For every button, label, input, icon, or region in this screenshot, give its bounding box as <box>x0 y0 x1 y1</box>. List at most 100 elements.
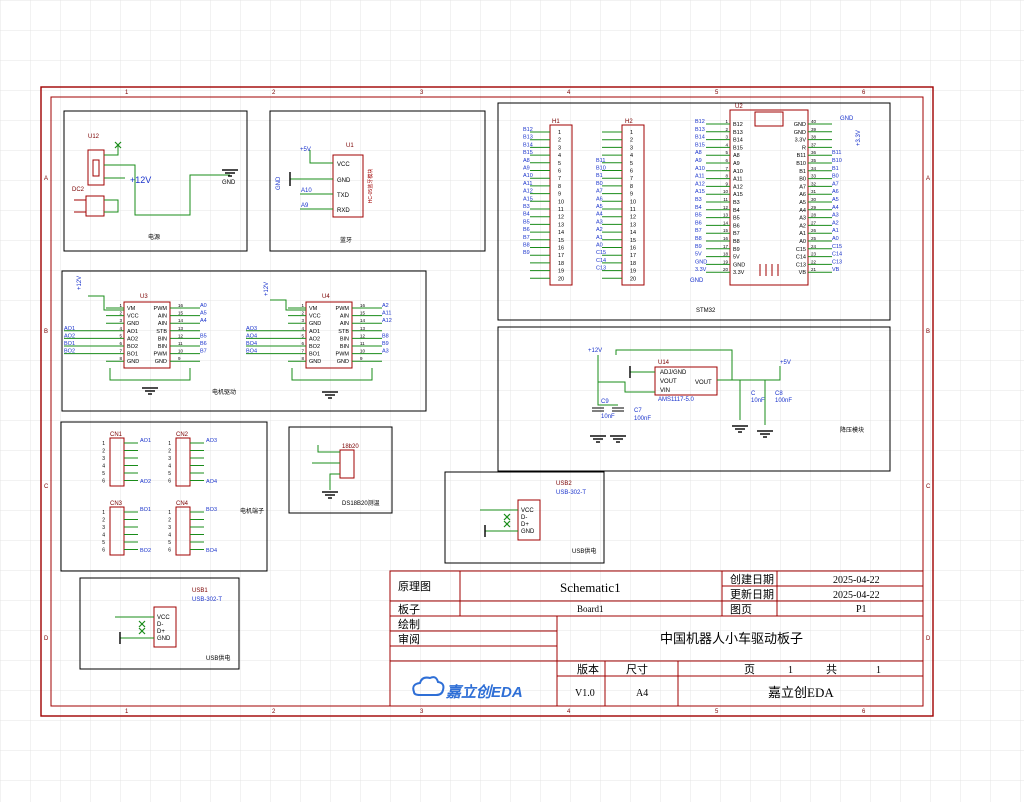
motor-port-module[interactable]: CN1123456AO1AO2CN2123456AO3AO4CN3123456B… <box>60 421 268 572</box>
stm32-left-pin-number: 18 <box>723 252 729 257</box>
h1-net-label: B15 <box>523 150 533 156</box>
driver-right-pin-number: 10 <box>178 349 184 354</box>
svg-text:3: 3 <box>420 709 424 715</box>
stm32-left-net: A11 <box>695 174 704 180</box>
driver-left-pin: AO2 <box>127 336 138 342</box>
jlc-logo: 嘉立创EDA <box>412 676 523 701</box>
power-module[interactable]: U12 +12V GND DC2 电源 <box>63 110 248 252</box>
stm32-right-pin-number: 28 <box>811 213 817 218</box>
h2-pin-number: 14 <box>630 230 636 236</box>
stm32-module[interactable]: H1 H2 1B122B133B144B155A86A97A108A119A12… <box>497 102 891 321</box>
h2-pin-number: 5 <box>630 161 633 167</box>
h2-net-label: C15 <box>596 250 606 256</box>
stm32-right-pin-number: 29 <box>811 205 817 210</box>
cap-c7-ref: C7 <box>634 408 642 414</box>
cap-c8-ref: C8 <box>775 391 783 397</box>
bluetooth-module[interactable]: U1 VCC GND TXD RXD HC-05蓝牙模块 +5V GND A10… <box>269 110 486 252</box>
stm32-left-pin-number: 2 <box>725 127 728 132</box>
driver-left-pin: VCC <box>309 314 321 320</box>
regulator-title: 降压模块 <box>840 426 864 434</box>
stm32-right-pin-number: 31 <box>811 189 817 194</box>
stm32-left-pin-number: 13 <box>723 213 729 218</box>
driver-right-pin-number: 9 <box>360 356 363 361</box>
svg-text:5: 5 <box>715 90 719 96</box>
stm32-right-pin: A5 <box>799 200 806 206</box>
frame-column-labels: 1 2 3 4 5 6 1 2 3 4 5 6 <box>125 90 866 715</box>
driver-left-pin: AO2 <box>309 336 320 342</box>
driver-right-pin-number: 12 <box>360 333 366 338</box>
jlc-logo-text: 嘉立创EDA <box>445 683 523 701</box>
title-block <box>389 570 924 707</box>
h2-net-label: A3 <box>596 219 603 225</box>
regulator-module[interactable]: U14 ADJ/GND VOUT VIN VOUT AMS1117-5.0 +1… <box>497 326 891 472</box>
connector-pin-number: 4 <box>168 533 171 539</box>
ds18b20-module[interactable]: 18b20 DS18B20测温 <box>288 426 393 514</box>
stm32-right-net: C13 <box>832 259 842 265</box>
svg-text:B: B <box>44 329 48 335</box>
stm32-ref: U2 <box>735 104 743 110</box>
driver-right-pin-number: 16 <box>178 303 184 308</box>
driver-output-net: AO4 <box>246 333 257 339</box>
h1-pin-number: 13 <box>558 222 564 228</box>
reg-pin-adj: ADJ/GND <box>660 370 687 376</box>
stm32-right-pin-number: 36 <box>811 150 817 155</box>
connector-body <box>175 506 191 556</box>
stm32-left-pin: A15 <box>733 192 743 198</box>
stm32-right-pin: A6 <box>799 192 806 198</box>
connector-pin-number: 6 <box>168 479 171 485</box>
stm32-right-pin: B0 <box>799 177 806 183</box>
connector-pin-number: 5 <box>168 471 171 477</box>
connector-pin-number: 5 <box>102 471 105 477</box>
h2-pin-number: 2 <box>630 138 633 144</box>
power-gnd-label: GND <box>222 180 236 186</box>
stm32-right-pin-number: 35 <box>811 158 817 163</box>
usb1-module[interactable]: USB1 USB-302-T VCC D- D+ GND USB供电 <box>79 577 240 670</box>
driver-left-pin-number: 2 <box>119 311 122 316</box>
stm32-right-pin-number: 39 <box>811 127 817 132</box>
tb-review-label: 审阅 <box>398 632 420 646</box>
usb1-pin-dm: D- <box>157 622 163 628</box>
usb2-module[interactable]: USB2 USB-302-T VCC D- D+ GND USB供电 <box>444 471 605 564</box>
connector-pin-number: 4 <box>102 464 105 470</box>
driver-output-net: AO1 <box>64 326 75 332</box>
stm32-left-pin-number: 19 <box>723 259 729 264</box>
stm32-left-pin: B7 <box>733 231 740 237</box>
stm32-right-net: A4 <box>832 205 839 211</box>
stm32-left-pin: 5V <box>733 255 740 261</box>
stm32-gnd-net-right: GND <box>840 116 854 122</box>
usb2-pin-vcc: VCC <box>521 508 534 514</box>
stm32-right-net: B0 <box>832 174 839 180</box>
power-module-title: 电源 <box>148 233 160 241</box>
stm32-right-pin: A1 <box>799 231 806 237</box>
h2-net-label: A6 <box>596 196 603 202</box>
stm32-right-pin: C13 <box>796 262 806 268</box>
svg-text:2: 2 <box>272 90 276 96</box>
driver-right-pin: BIN <box>158 336 167 342</box>
driver-output-net: BO1 <box>64 341 75 347</box>
usb1-part: USB-302-T <box>192 597 222 603</box>
h1-net-label: B3 <box>523 204 530 210</box>
h1-net-label: B8 <box>523 243 530 249</box>
h1-pin-number: 17 <box>558 253 564 259</box>
stm32-right-pin-number: 30 <box>811 197 817 202</box>
stm32-right-pin-number: 38 <box>811 135 817 140</box>
h1-pin-number: 14 <box>558 230 564 236</box>
driver-left-pin-number: 7 <box>119 349 122 354</box>
h1-pin-number: 18 <box>558 261 564 267</box>
motor-12v-net-b: +12V <box>264 282 270 296</box>
h1-pin-number: 6 <box>558 169 561 175</box>
tb-updated-label: 更新日期 <box>730 587 774 601</box>
stm32-right-pin-number: 32 <box>811 181 817 186</box>
driver-right-pin-number: 15 <box>178 311 184 316</box>
driver-right-net: B9 <box>382 341 389 347</box>
driver-right-pin: PWM <box>336 352 350 358</box>
stm32-left-pin-number: 14 <box>723 220 729 225</box>
h2-pin-number: 9 <box>630 192 633 198</box>
stm32-left-pin-number: 17 <box>723 244 729 249</box>
stm32-right-net: VB <box>832 267 840 273</box>
driver-output-net: AO2 <box>64 333 75 339</box>
h1-net-label: B6 <box>523 227 530 233</box>
motor-ref-u4: U4 <box>322 294 330 300</box>
